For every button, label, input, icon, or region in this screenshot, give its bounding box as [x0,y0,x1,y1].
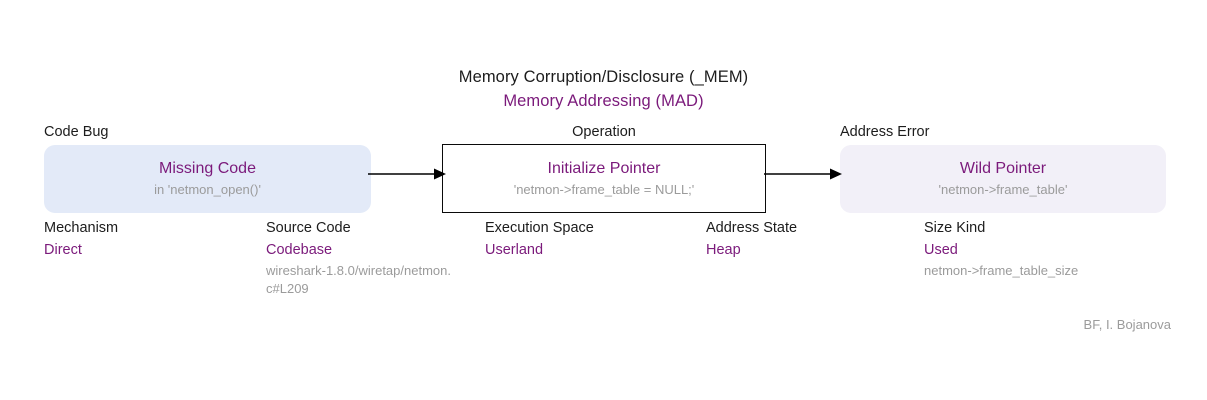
attribute-mechanism-name: Mechanism [44,220,119,236]
attribute-size-kind-extra: netmon->frame_table_size [924,262,1079,278]
node-address-error-title: Wild Pointer [959,160,1047,178]
attribute-source-code-path: wireshark-1.8.0/wiretap/netmon.c#L209 [266,262,451,297]
attribute-source-code-value: Codebase [266,241,333,258]
attribute-size-kind-value: Used [924,241,958,258]
node-code-bug[interactable]: Missing Code in 'netmon_open()' [44,145,371,213]
attribute-mechanism-value: Direct [44,241,82,258]
attribute-address-state-name: Address State [706,220,798,236]
diagram-title-main: Memory Corruption/Disclosure (_MEM) [458,68,749,86]
node-code-bug-title: Missing Code [159,160,256,178]
attribute-size-kind: Size Kind Used netmon->frame_table_size [924,218,1154,280]
node-operation-title: Initialize Pointer [547,159,661,177]
node-code-bug-detail: in 'netmon_open()' [154,182,261,198]
attribute-execution-space-name: Execution Space [485,220,594,236]
attribute-source-code: Source Code Codebase wireshark-1.8.0/wir… [266,218,456,299]
diagram-credit: BF, I. Bojanova [1083,317,1171,332]
caption-code-bug: Code Bug [44,124,109,140]
attribute-execution-space-value: Userland [485,241,544,258]
attribute-source-code-name: Source Code [266,220,351,236]
attribute-address-state: Address State Heap [706,218,886,262]
caption-address-error: Address Error [840,124,930,140]
caption-operation: Operation [572,124,636,140]
attribute-size-kind-name: Size Kind [924,220,986,236]
node-address-error[interactable]: Wild Pointer 'netmon->frame_table' [840,145,1166,213]
attribute-mechanism: Mechanism Direct [44,218,244,262]
arrow-operation-to-error-icon [764,168,842,180]
node-operation[interactable]: Initialize Pointer 'netmon->frame_table … [442,144,766,213]
diagram-title-sub: Memory Addressing (MAD) [503,92,704,110]
arrow-bug-to-operation-icon [368,168,446,180]
attribute-address-state-value: Heap [706,241,741,258]
node-operation-detail: 'netmon->frame_table = NULL;' [513,181,695,197]
node-address-error-detail: 'netmon->frame_table' [938,182,1068,198]
attribute-execution-space: Execution Space Userland [485,218,685,262]
